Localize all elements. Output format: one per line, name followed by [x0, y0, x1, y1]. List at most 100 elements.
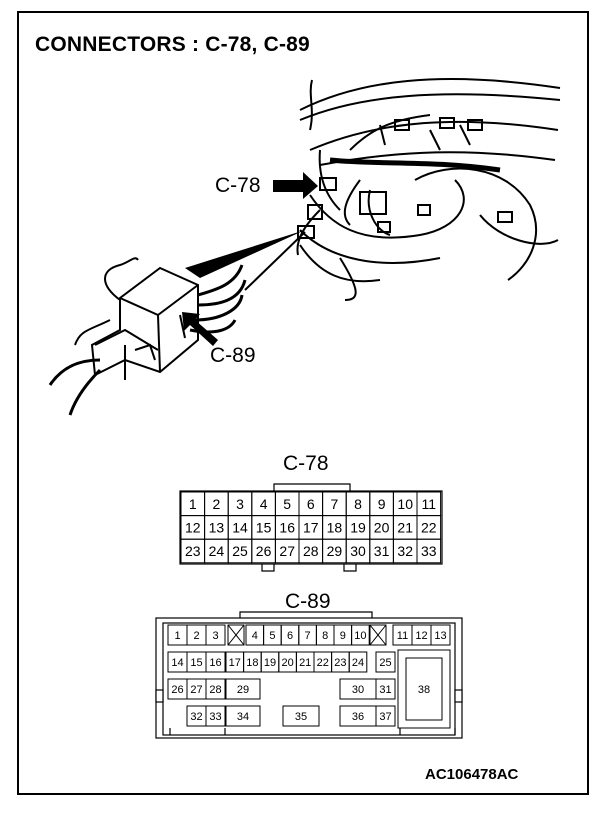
- c89-pin-23: 23: [334, 657, 346, 669]
- c89-pin-21: 21: [299, 657, 311, 669]
- c89-pin-33: 33: [209, 711, 221, 723]
- c78-pin-7: 7: [331, 496, 339, 512]
- c89-pin-2: 2: [193, 630, 199, 642]
- c89-pin-10: 10: [354, 630, 366, 642]
- c78-pin-9: 9: [378, 496, 386, 512]
- c78-pin-8: 8: [354, 496, 362, 512]
- page-title: CONNECTORS : C-78, C-89: [35, 33, 310, 56]
- c89-blank-left-cell: [227, 624, 245, 646]
- c89-pin-9: 9: [340, 630, 346, 642]
- c89-pin-38: 38: [418, 684, 430, 696]
- c78-pin-23: 23: [185, 543, 201, 559]
- c89-pin-28: 28: [209, 684, 221, 696]
- c89-pin-37: 37: [379, 711, 391, 723]
- c89-pin-24-cell: [348, 651, 368, 673]
- c89-pin-7: 7: [305, 630, 311, 642]
- c89-pin-3: 3: [212, 630, 218, 642]
- c78-pin-16: 16: [279, 519, 295, 535]
- c89-pin-38-inner-cell: [405, 657, 443, 721]
- c89-pin-34: 34: [237, 711, 249, 723]
- c89-pin-18: 18: [246, 657, 258, 669]
- c89-pin-12: 12: [415, 630, 427, 642]
- c89-pin-13: 13: [434, 630, 446, 642]
- c89-pin-1: 1: [174, 630, 180, 642]
- c89-blank-left-mark: [227, 624, 245, 646]
- c89-pin-16: 16: [209, 657, 221, 669]
- c89-pin-33-cell: [205, 705, 226, 727]
- c89-pin-11: 11: [397, 630, 408, 642]
- c78-pin-2: 2: [213, 496, 221, 512]
- c89-pin-3-cell: [205, 624, 226, 646]
- figure-frame: [17, 11, 589, 795]
- c89-pin-17: 17: [229, 657, 241, 669]
- c78-pin-32: 32: [397, 543, 413, 559]
- c89-pin-10-cell: [351, 624, 370, 646]
- c78-pin-5: 5: [283, 496, 291, 512]
- connector-c89-label: C-89: [285, 590, 331, 613]
- c78-pin-33-cell: [416, 538, 442, 564]
- c89-pin-13-cell: [430, 624, 451, 646]
- c78-pin-21: 21: [397, 519, 413, 535]
- c89-pin-5: 5: [269, 630, 275, 642]
- c89-pin-30: 30: [352, 684, 364, 696]
- c89-pin-6: 6: [287, 630, 293, 642]
- c89-pin-26: 26: [171, 684, 183, 696]
- c89-pin-31-cell: [375, 678, 396, 700]
- c78-pin-15: 15: [256, 519, 272, 535]
- c89-pin-8: 8: [322, 630, 328, 642]
- c89-pin-14: 14: [171, 657, 183, 669]
- c78-pin-25: 25: [232, 543, 248, 559]
- c78-pin-29: 29: [327, 543, 343, 559]
- c89-pin-29: 29: [237, 684, 249, 696]
- c78-pin-20: 20: [374, 519, 390, 535]
- callout-c89: C-89: [210, 344, 256, 367]
- c78-pin-6: 6: [307, 496, 315, 512]
- c89-pin-38-cell: [397, 649, 451, 729]
- callout-c78: C-78: [215, 174, 261, 197]
- c89-blank-right-mark: [369, 624, 387, 646]
- c78-pin-19: 19: [350, 519, 366, 535]
- c78-pin-24: 24: [209, 543, 225, 559]
- c89-pin-19: 19: [264, 657, 276, 669]
- c89-pin-35: 35: [295, 711, 307, 723]
- c89-pin-36: 36: [352, 711, 364, 723]
- c89-pin-25: 25: [379, 657, 391, 669]
- c89-pin-22: 22: [317, 657, 329, 669]
- c89-pin-34-cell: [225, 705, 261, 727]
- c78-pin-10: 10: [397, 496, 413, 512]
- c89-pin-28-cell: [205, 678, 226, 700]
- c78-pin-12: 12: [185, 519, 201, 535]
- connector-c78-label: C-78: [283, 452, 329, 475]
- c78-pin-13: 13: [209, 519, 225, 535]
- c89-pin-35-cell: [282, 705, 320, 727]
- c89-pin-37-cell: [375, 705, 396, 727]
- c78-pin-30: 30: [350, 543, 366, 559]
- c78-pin-33: 33: [421, 543, 437, 559]
- c89-pin-32: 32: [190, 711, 202, 723]
- c78-pin-31: 31: [374, 543, 390, 559]
- c89-blank-right-cell: [369, 624, 387, 646]
- c89-pin-24: 24: [352, 657, 364, 669]
- c89-pin-27: 27: [190, 684, 202, 696]
- c89-pin-4: 4: [252, 630, 258, 642]
- c78-pin-27: 27: [279, 543, 295, 559]
- c89-pin-29-cell: [225, 678, 261, 700]
- c89-pin-25-cell: [375, 651, 396, 673]
- c89-pin-15: 15: [190, 657, 202, 669]
- c78-pin-18: 18: [327, 519, 343, 535]
- c78-pin-1: 1: [189, 496, 197, 512]
- c78-pin-28: 28: [303, 543, 319, 559]
- c78-pin-26: 26: [256, 543, 272, 559]
- c78-pin-11: 11: [422, 496, 437, 512]
- figure-code: AC106478AC: [425, 766, 519, 783]
- c78-pin-22: 22: [421, 519, 437, 535]
- c78-pin-4: 4: [260, 496, 268, 512]
- c78-pin-17: 17: [303, 519, 319, 535]
- c89-pin-16-cell: [205, 651, 226, 673]
- c89-pin-20: 20: [281, 657, 293, 669]
- c78-pin-3: 3: [236, 496, 244, 512]
- c89-pin-31: 31: [379, 684, 391, 696]
